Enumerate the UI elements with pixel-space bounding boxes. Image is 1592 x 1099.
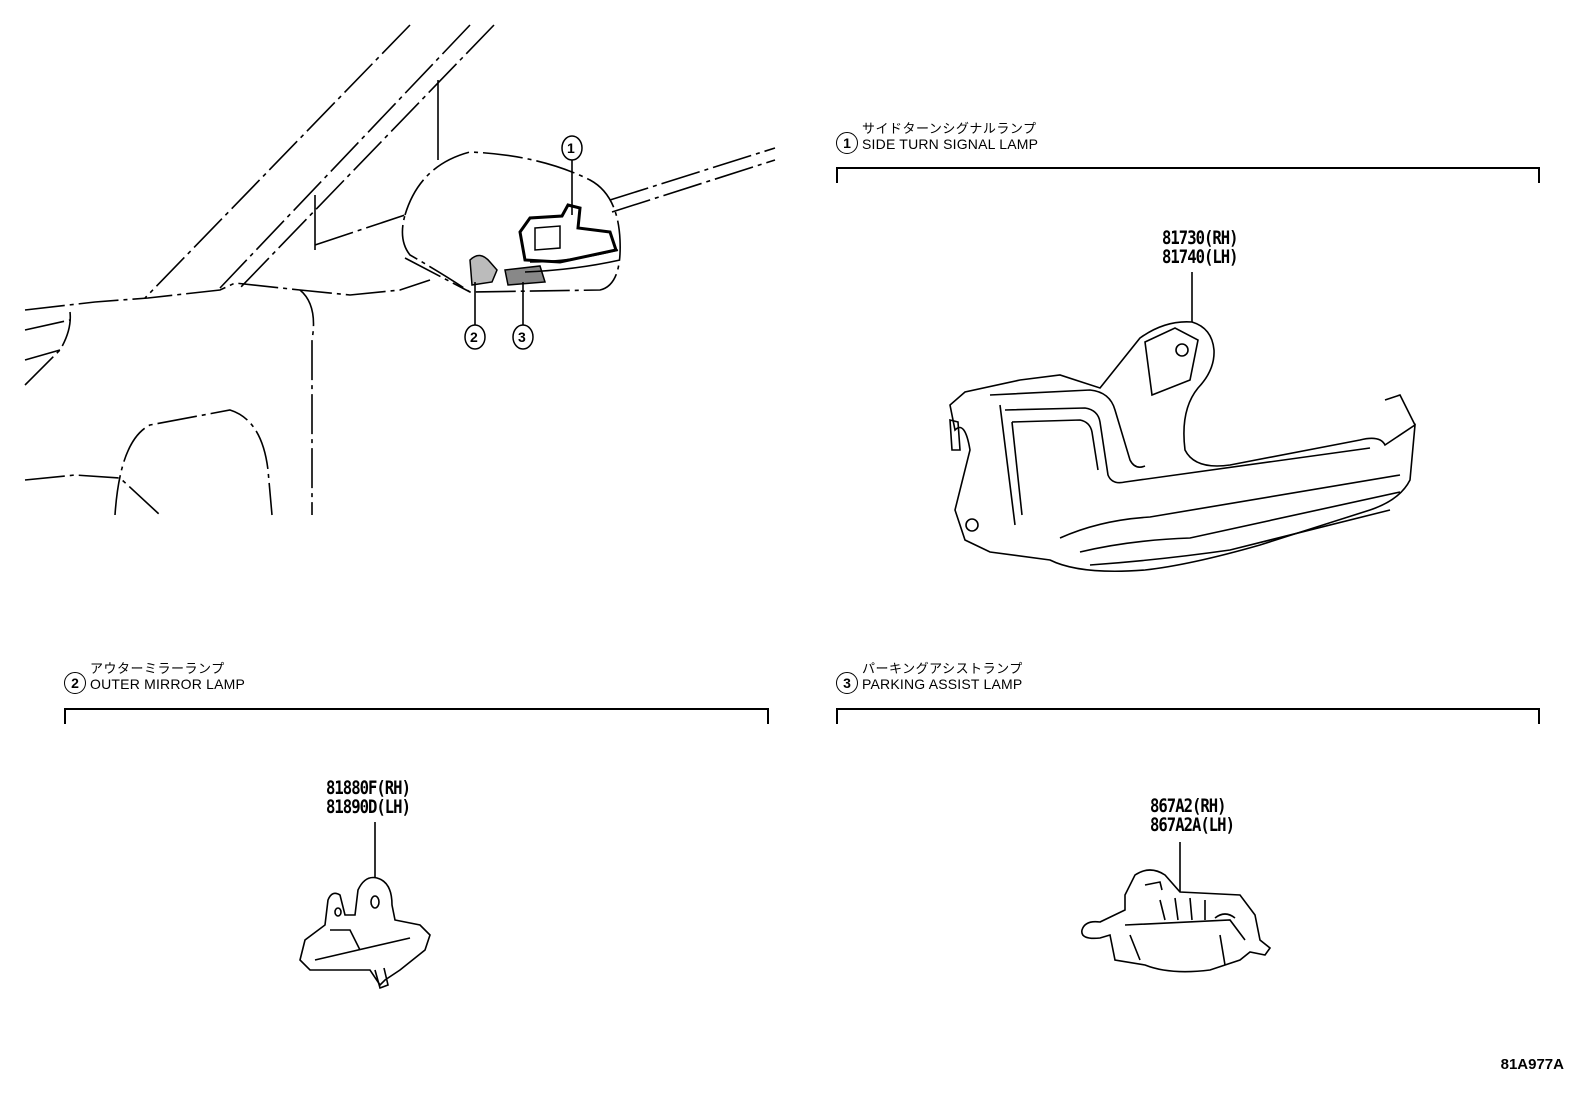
svg-text:3: 3 bbox=[518, 329, 526, 345]
section-1-title-jp: サイドターンシグナルランプ bbox=[862, 122, 1037, 137]
part-number-867A2[interactable]: 867A2(RH) 867A2A(LH) bbox=[1150, 795, 1235, 836]
section-1-bracket bbox=[836, 167, 1540, 183]
section-3-header: 3 パーキングアシストランプ PARKING ASSIST LAMP bbox=[836, 662, 1023, 694]
svg-text:1: 1 bbox=[567, 140, 575, 156]
section-1-title-en: SIDE TURN SIGNAL LAMP bbox=[862, 136, 1039, 152]
callout-2[interactable]: 2 bbox=[464, 324, 486, 350]
section-2-number: 2 bbox=[64, 672, 86, 694]
part-number-81730[interactable]: 81730(RH) 81740(LH) bbox=[1162, 227, 1239, 268]
section-2-header: 2 アウターミラーランプ OUTER MIRROR LAMP bbox=[64, 662, 245, 694]
diagram-id-label: 81A977A bbox=[1500, 1056, 1564, 1073]
side-turn-signal-lamp-drawing[interactable] bbox=[930, 270, 1430, 600]
callout-1[interactable]: 1 bbox=[561, 135, 583, 161]
vehicle-overview-drawing: 1 2 3 bbox=[24, 24, 776, 516]
section-3-bracket bbox=[836, 708, 1540, 724]
section-2-bracket bbox=[64, 708, 769, 724]
outer-mirror-lamp-drawing[interactable] bbox=[280, 820, 450, 1000]
svg-text:2: 2 bbox=[470, 329, 478, 345]
section-3-title-jp: パーキングアシストランプ bbox=[862, 662, 1023, 677]
callout-3[interactable]: 3 bbox=[512, 324, 534, 350]
section-1-header: 1 サイドターンシグナルランプ SIDE TURN SIGNAL LAMP bbox=[836, 122, 1038, 154]
parking-assist-lamp-drawing[interactable] bbox=[1070, 840, 1280, 980]
section-2-title-jp: アウターミラーランプ bbox=[90, 662, 225, 677]
section-2-title-en: OUTER MIRROR LAMP bbox=[90, 676, 246, 692]
part-number-81880F[interactable]: 81880F(RH) 81890D(LH) bbox=[326, 777, 411, 818]
section-3-title-en: PARKING ASSIST LAMP bbox=[862, 676, 1023, 692]
section-3-number: 3 bbox=[836, 672, 858, 694]
section-1-number: 1 bbox=[836, 132, 858, 154]
